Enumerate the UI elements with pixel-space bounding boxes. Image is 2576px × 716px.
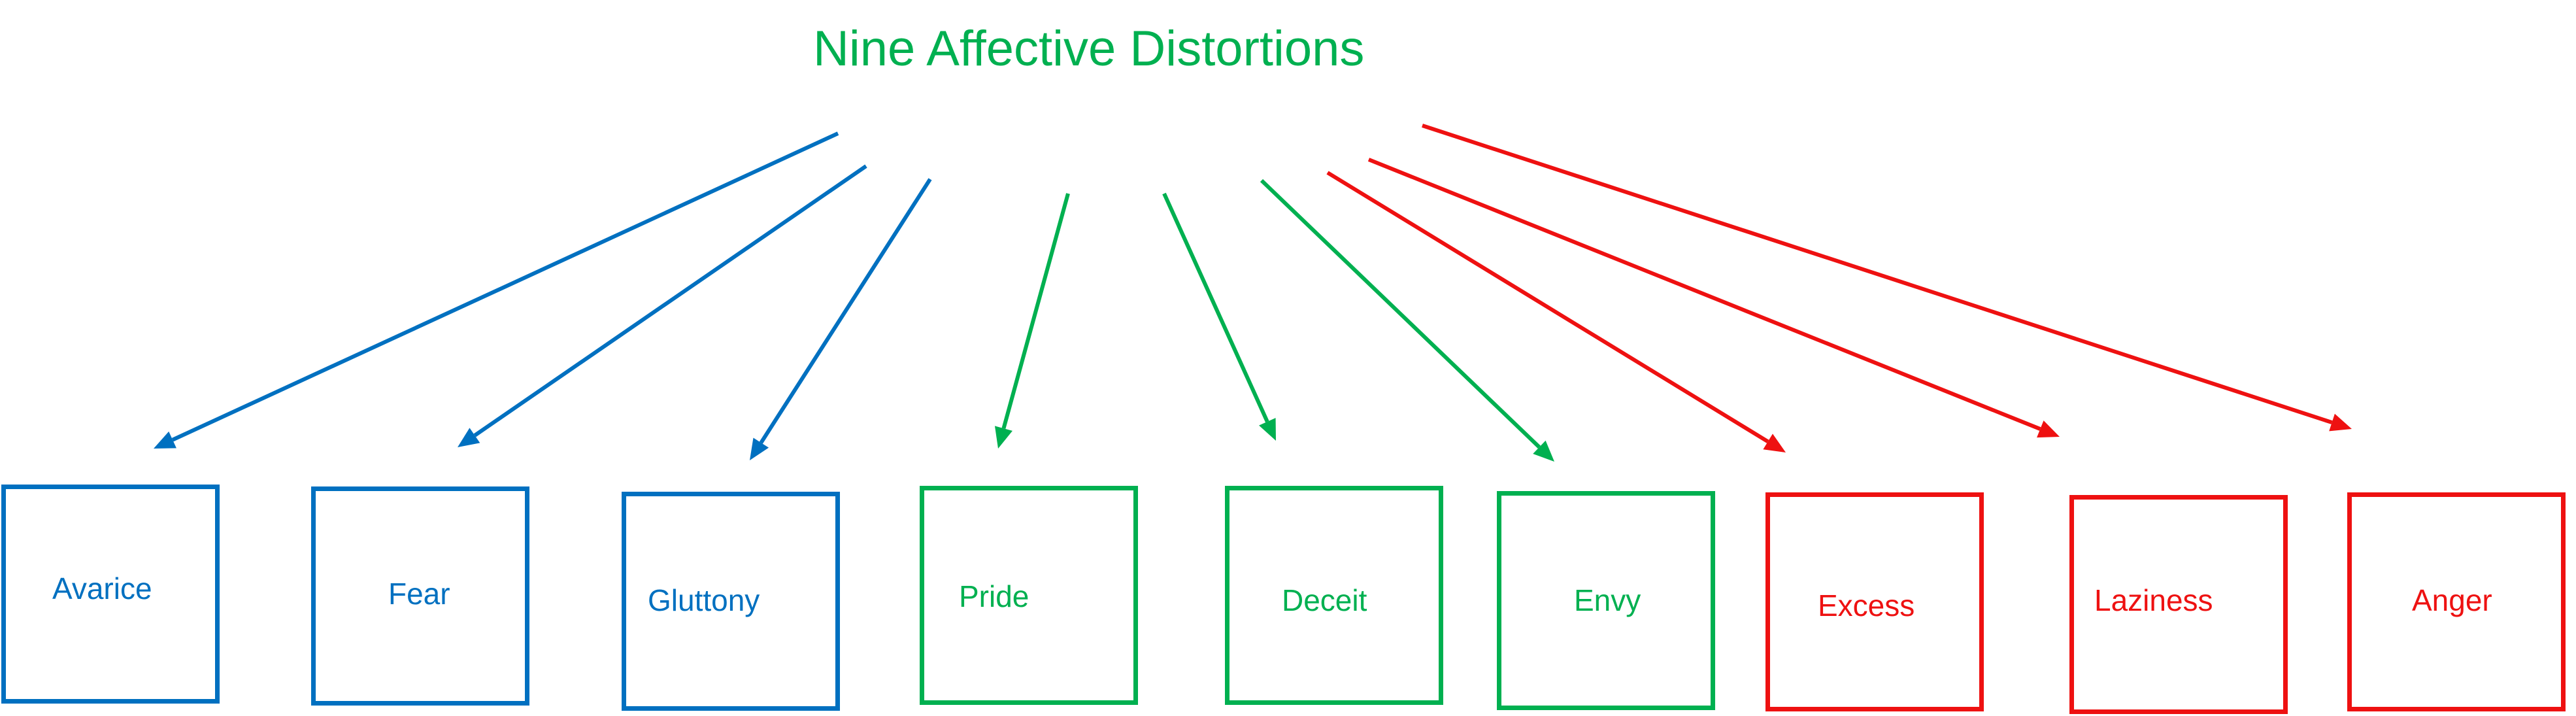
node-envy-box (1497, 491, 1715, 710)
node-laziness-label: Laziness (2094, 583, 2213, 617)
arrowhead-laziness (2037, 420, 2060, 438)
arrow-avarice (171, 131, 839, 442)
node-pride-box (920, 486, 1138, 705)
arrowhead-fear (458, 428, 480, 447)
arrow-anger (1422, 124, 2333, 424)
arrow-laziness (1367, 158, 2041, 431)
arrowhead-excess (1763, 434, 1786, 452)
node-laziness-box (2069, 495, 2288, 714)
node-deceit-label: Deceit (1282, 583, 1367, 617)
node-excess-box (1765, 492, 1984, 711)
node-envy-label: Envy (1574, 583, 1641, 617)
node-fear-label: Fear (388, 577, 450, 611)
node-pride-label: Pride (959, 579, 1029, 613)
node-deceit-box (1225, 486, 1443, 705)
arrowhead-gluttony (750, 437, 769, 460)
node-anger-box (2347, 492, 2566, 711)
arrowhead-envy (1533, 440, 1554, 462)
arrowhead-pride (994, 426, 1012, 449)
diagram-title: Nine Affective Distortions (813, 21, 1365, 77)
arrow-excess (1326, 171, 1769, 443)
arrow-deceit (1162, 192, 1269, 423)
arrow-envy (1260, 179, 1541, 449)
arrowhead-avarice (154, 431, 176, 449)
arrow-pride (1001, 193, 1070, 429)
node-avarice-box (1, 485, 220, 704)
arrow-fear (473, 164, 867, 437)
node-fear-box (311, 486, 529, 706)
node-anger-label: Anger (2412, 583, 2492, 617)
arrowhead-anger (2329, 413, 2352, 432)
node-gluttony-box (622, 492, 840, 711)
arrow-gluttony (759, 178, 932, 444)
node-gluttony-label: Gluttony (648, 583, 760, 617)
node-avarice-label: Avarice (52, 571, 152, 605)
node-excess-label: Excess (1818, 588, 1915, 622)
arrowhead-deceit (1259, 418, 1276, 441)
